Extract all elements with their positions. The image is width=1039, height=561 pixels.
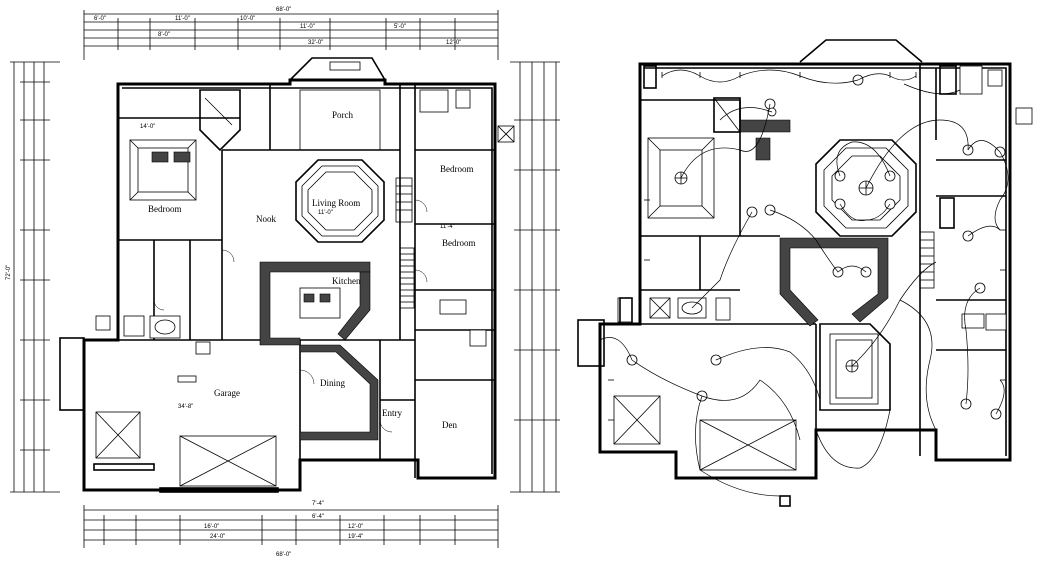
electrical-dining <box>819 323 891 411</box>
electrical-side-stub <box>577 319 605 367</box>
dim-top-c: 10'-0" <box>240 16 255 22</box>
top-dimension: 68'-0" <box>276 7 291 13</box>
room-labels: Porch Bedroom Nook Living Room Bedroom B… <box>140 110 476 430</box>
room-label-kitchen: Kitchen <box>332 276 361 286</box>
porch-area <box>299 89 381 151</box>
outlet-symbols <box>608 72 1006 421</box>
left-dimension: 72'-0" <box>6 265 12 280</box>
room-label-bedroom-right-mid: Bedroom <box>442 238 476 248</box>
dim-top-e: 8'-0" <box>158 32 170 38</box>
dim-bot-a: 16'-0" <box>204 524 219 530</box>
architectural-floor-plan: 68'-0" 6'-0" 11'-0" 10'-0" 11'-0" 8'-0" … <box>6 7 560 558</box>
electrical-living-octagon <box>815 139 917 237</box>
interior-walls <box>118 84 495 478</box>
dim-top-g: 32'-0" <box>308 40 323 46</box>
electrical-plan <box>577 39 1033 507</box>
porch-step <box>329 61 361 71</box>
dim-top-b: 11'-0" <box>175 16 190 22</box>
dim-top-f: 5'-0" <box>394 24 406 30</box>
top-dimension-lines: 68'-0" 6'-0" 11'-0" 10'-0" 11'-0" 8'-0" … <box>83 7 499 60</box>
bottom-dimension-lines: 16'-0" 24'-0" 6'-4" 7'-4" 12'-0" 19'-4" … <box>83 501 499 558</box>
dim-garage-w: 34'-8" <box>178 404 193 410</box>
bath-fixtures <box>95 89 515 355</box>
electrical-exterior-walls <box>598 62 1012 480</box>
door-swings <box>153 199 428 433</box>
electrical-porch-roof <box>799 39 923 63</box>
dim-bot-d: 7'-4" <box>312 501 324 507</box>
room-label-living-room: Living Room <box>312 198 360 208</box>
kitchen-counters <box>259 261 371 346</box>
electrical-interior-walls <box>640 64 1006 456</box>
dim-bot-e: 12'-0" <box>348 524 363 530</box>
dim-top-h: 12'-0" <box>446 40 461 46</box>
room-label-bedroom-left: Bedroom <box>148 204 182 214</box>
garage-markings <box>93 375 279 493</box>
electrical-bedroom-tray <box>647 137 715 219</box>
living-room-octagon <box>295 159 385 243</box>
room-label-garage: Garage <box>214 388 240 398</box>
left-dimension-lines: 72'-0" <box>6 61 60 493</box>
electrical-garage <box>613 395 797 507</box>
left-bedroom-tray <box>129 139 197 201</box>
electrical-panels <box>619 65 957 325</box>
room-label-nook: Nook <box>256 214 276 224</box>
dim-bot-b: 24'-0" <box>210 534 225 540</box>
dim-top-a: 6'-0" <box>94 16 106 22</box>
stairs <box>395 177 415 309</box>
dim-liv-w: 11'-0" <box>318 210 333 216</box>
wiring-runs <box>599 69 1009 497</box>
bottom-dimension: 68'-0" <box>276 552 291 558</box>
room-label-entry: Entry <box>382 408 402 418</box>
room-label-bedroom-right-top: Bedroom <box>440 164 474 174</box>
dim-bot-c: 6'-4" <box>312 514 324 520</box>
electrical-kitchen-counters <box>739 119 889 327</box>
corner-closet <box>199 89 241 152</box>
dim-bed-w: 14'-0" <box>140 124 155 130</box>
room-label-dining: Dining <box>320 378 346 388</box>
dim-bot-f: 19'-4" <box>348 534 363 540</box>
exterior-walls <box>59 57 497 492</box>
dim-right-w: 11'-4" <box>440 224 455 230</box>
room-label-den: Den <box>442 420 457 430</box>
dim-top-d: 11'-0" <box>300 24 315 30</box>
room-label-porch: Porch <box>332 110 353 120</box>
electrical-stairs <box>919 231 935 289</box>
dining-bay <box>299 344 379 441</box>
right-dimension-lines <box>510 61 560 493</box>
